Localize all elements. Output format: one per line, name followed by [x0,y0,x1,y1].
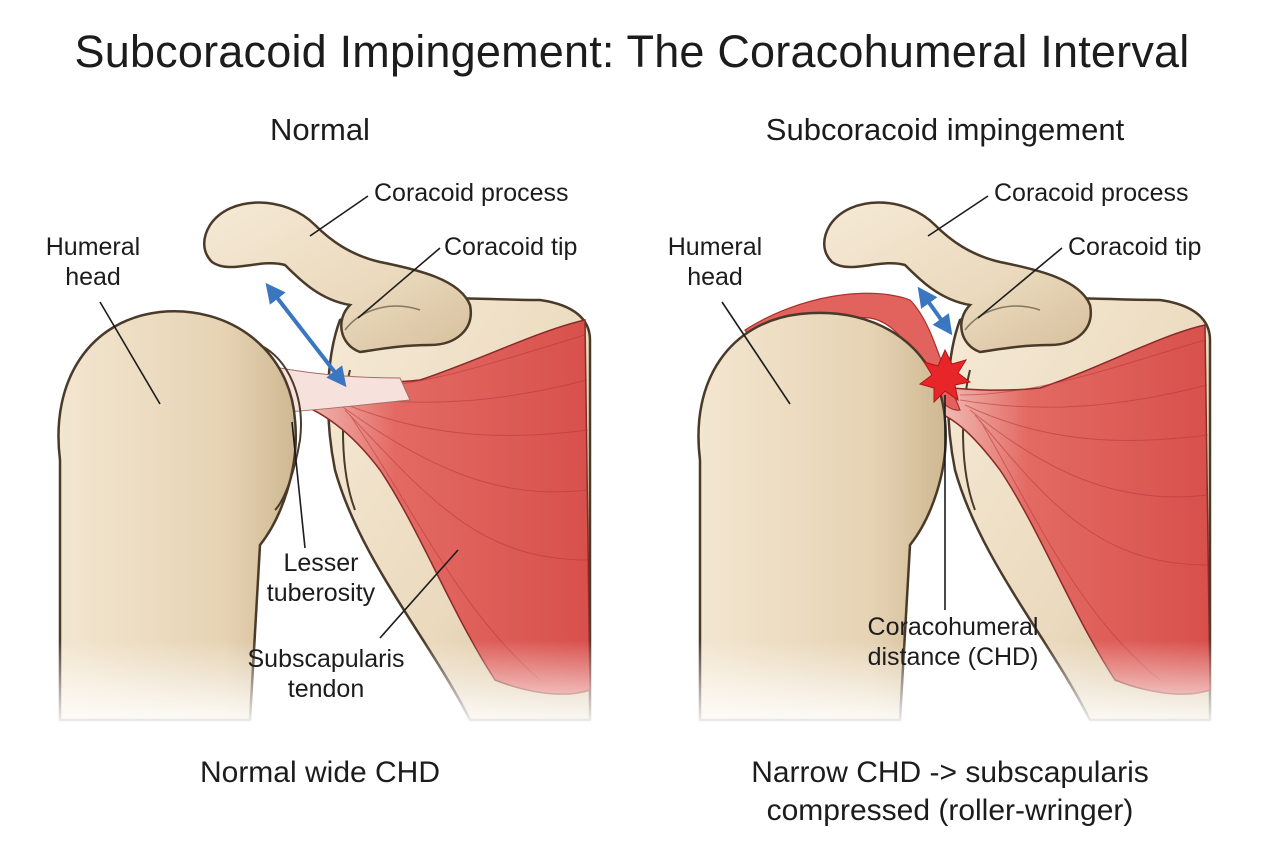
label-coracoid-process-impingement: Coracoid process [994,179,1189,207]
normal-panel-heading: Normal [270,112,370,147]
glenoid [962,369,976,511]
label-coracoid-tip-normal: Coracoid tip [444,233,578,261]
label-lesser-tuberosity: Lesser tuberosity [266,549,376,607]
label-coracohumeral-distance: Coracohumeral distance (CHD) [867,613,1039,671]
label-humeral-head-normal: Humeral head [45,233,141,291]
label-coracoid-tip-impingement: Coracoid tip [1068,233,1202,261]
diagram-title: Subcoracoid Impingement: The Coracohumer… [74,26,1190,77]
coracoid-process [203,201,473,354]
label-subscapularis-tendon: Subscapularis tendon [247,645,405,703]
caption-normal: Normal wide CHD [199,756,441,789]
chd-arrow-narrow [917,286,953,336]
impingement-shoulder [680,195,1230,730]
normal-shoulder [40,195,600,730]
impingement-star-icon [918,348,972,404]
humerus [697,311,947,722]
humerus [57,310,297,722]
chd-arrow-wide [265,282,347,388]
impingement-panel-heading: Subcoracoid impingement [765,112,1125,147]
caption-impingement: Narrow CHD -> subscapularis compressed (… [751,756,1149,827]
label-humeral-head-impingement: Humeral head [667,233,763,291]
label-coracoid-process-normal: Coracoid process [374,179,569,207]
coracoid-process [823,201,1093,354]
